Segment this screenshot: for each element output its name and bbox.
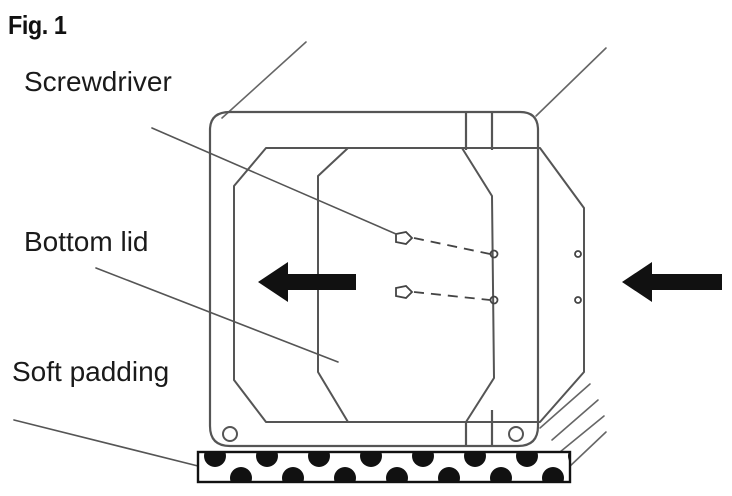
bottom-lid-panel [317,147,495,423]
screw-hole-right-upper [574,250,582,258]
figure-title: Fig. 1 [8,10,67,40]
screw-hole-right-lower [574,296,582,304]
leader-bottom-lid [95,267,339,363]
soft-padding-strip [196,450,572,484]
hatch-lines [539,383,607,469]
perspective-lines [221,41,607,119]
label-screwdriver: Screwdriver [24,66,172,97]
leader-lines [13,127,397,469]
leader-soft-padding [13,419,207,469]
corner-feet [222,426,524,442]
screw-hole-upper [489,249,499,259]
screwdriver-tip-lower [395,285,414,299]
screwdriver-tip-upper [395,231,414,245]
screw-hole-lower [489,295,499,305]
label-bottom-lid: Bottom lid [24,226,149,257]
arrow-left-icon [622,262,722,302]
direction-arrows [258,262,722,302]
label-soft-padding: Soft padding [12,356,170,387]
leader-screwdriver [151,127,397,235]
arrow-left-icon [258,262,356,302]
screws [395,231,582,305]
